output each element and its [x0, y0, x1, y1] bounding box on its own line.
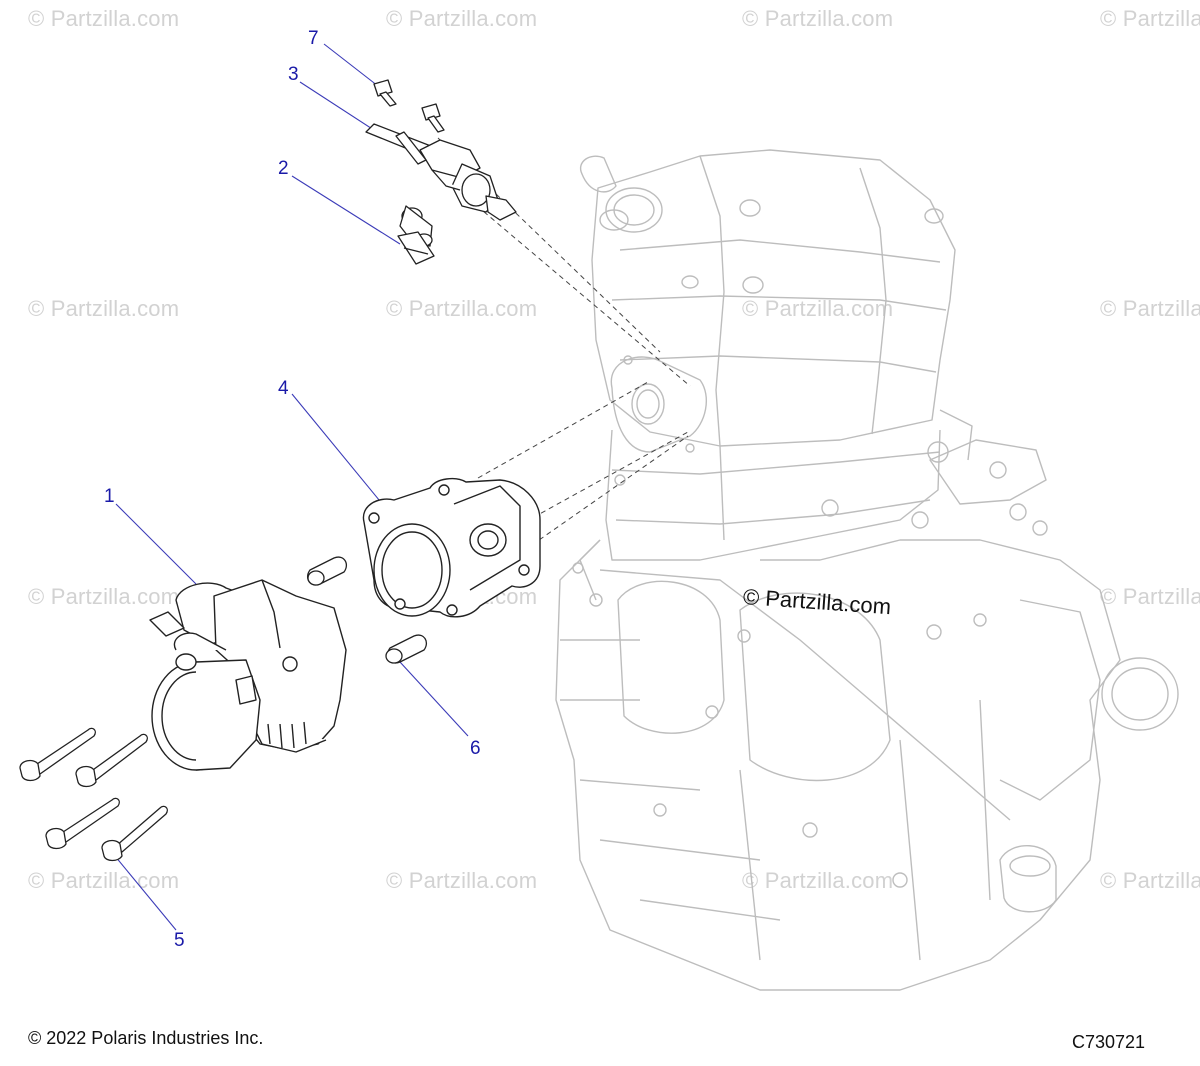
diagram-code: C730721 — [1072, 1032, 1146, 1052]
callout-1[interactable]: 1 — [104, 486, 115, 507]
part-bolt-7 — [373, 79, 445, 133]
copyright-text: © 2022 Polaris Industries Inc. — [28, 1028, 264, 1048]
part-fuel-rail-3 — [365, 123, 517, 221]
watermark: © Partzilla.com — [28, 296, 180, 321]
callout-2[interactable]: 2 — [278, 158, 289, 179]
part-bolt-6 — [306, 556, 428, 664]
part-throttle-body-1 — [149, 579, 347, 771]
watermark: © Partzilla.com — [386, 868, 538, 893]
callout-3[interactable]: 3 — [288, 64, 299, 85]
part-injector-2 — [397, 205, 435, 265]
callout-5[interactable]: 5 — [174, 930, 185, 951]
callout-4[interactable]: 4 — [278, 378, 289, 399]
watermark: © Partzilla.com — [28, 6, 180, 31]
watermark: © Partzilla.com — [28, 584, 180, 609]
watermark: © Partzilla.com — [386, 296, 538, 321]
leader-lines — [109, 43, 469, 931]
watermark: © Partzilla.com — [742, 868, 894, 893]
watermark: © Partzilla.com — [1100, 584, 1200, 609]
watermark: © Partzilla.com — [1100, 6, 1200, 31]
watermark: © Partzilla.com — [742, 6, 894, 31]
part-bolt-5 — [19, 727, 168, 862]
watermark: © Partzilla.com — [1100, 296, 1200, 321]
watermark: © Partzilla.com — [386, 6, 538, 31]
part-adapter-4 — [362, 477, 541, 618]
watermark: © Partzilla.com — [1100, 868, 1200, 893]
watermark: © Partzilla.com — [28, 868, 180, 893]
callout-6[interactable]: 6 — [470, 738, 481, 759]
engine-ghost — [555, 149, 1179, 991]
callout-7[interactable]: 7 — [308, 28, 319, 49]
